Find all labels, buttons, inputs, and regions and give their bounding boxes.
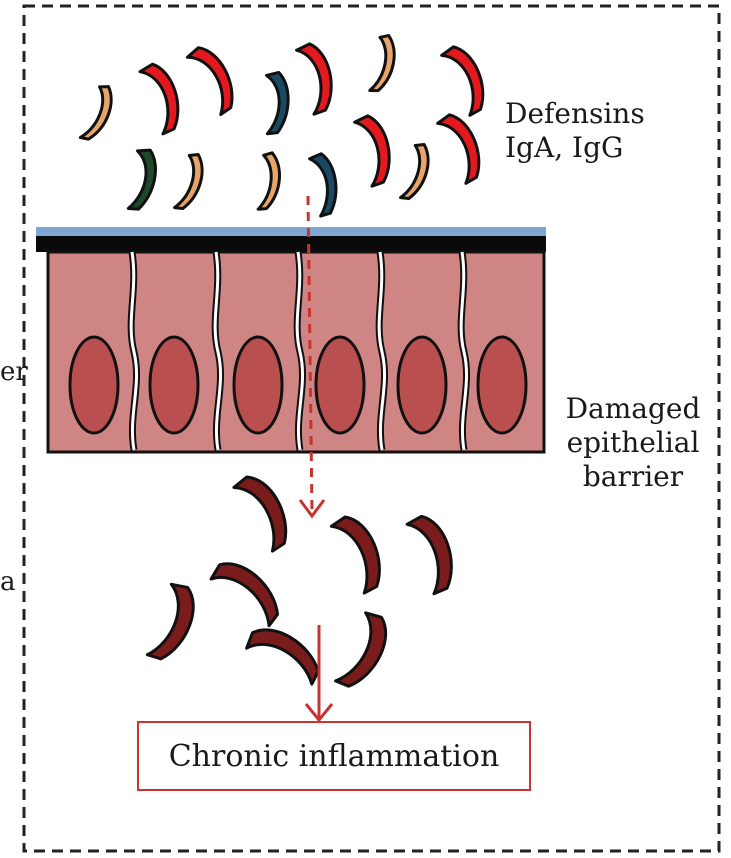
bacterium (232, 469, 296, 554)
mucus-layer (36, 227, 546, 236)
antibody-orange-particle (77, 83, 120, 144)
chronic-inflammation-label: Chronic inflammation (169, 739, 500, 774)
cell-nucleus (316, 337, 364, 433)
antibody-green-particle (123, 147, 162, 213)
defensin-red-particle (186, 41, 242, 117)
damaged-barrier-label: Damaged epithelial barrier (553, 392, 713, 494)
cell-nucleus (478, 337, 526, 433)
defensins-igA-igG-label: Defensins IgA, IgG (505, 97, 645, 165)
translocated-bacteria (140, 469, 459, 694)
apical-membrane-bar (36, 236, 546, 252)
cell-nucleus (150, 337, 198, 433)
bacterium (140, 581, 204, 666)
antibody-blue-particle (261, 71, 290, 135)
chronic-inflammation-box: Chronic inflammation (137, 721, 531, 791)
defensin-red-particle (296, 41, 337, 115)
antibody-orange-particle (366, 33, 400, 94)
cell-nucleus (234, 337, 282, 433)
defensin-red-particle (139, 60, 185, 135)
antibody-orange-particle (171, 152, 210, 213)
immunoglobulins-label: IgA, IgG (505, 131, 645, 165)
bacterium (243, 618, 326, 691)
defensin-red-particle (436, 110, 487, 186)
epithelial-barrier (48, 252, 544, 452)
cropped-label-bottom: a (0, 565, 16, 599)
bacterium (208, 552, 287, 631)
antibody-blue-particle (309, 153, 338, 217)
antibody-orange-particle (397, 142, 436, 203)
damaged-label-line3: barrier (553, 460, 713, 494)
defensins-label: Defensins (505, 97, 645, 131)
bacterium (329, 609, 398, 694)
bacterium (406, 512, 459, 596)
antimicrobial-particles (77, 33, 492, 216)
antibody-orange-particle (254, 151, 284, 212)
damaged-label-line1: Damaged (553, 392, 713, 426)
damaged-label-line2: epithelial (553, 426, 713, 460)
cell-nucleus (70, 337, 118, 433)
bacterium (330, 511, 389, 596)
cell-nucleus (398, 337, 446, 433)
defensin-red-particle (440, 42, 491, 118)
defensin-red-particle (354, 113, 395, 187)
cropped-label-top: er (0, 355, 28, 389)
